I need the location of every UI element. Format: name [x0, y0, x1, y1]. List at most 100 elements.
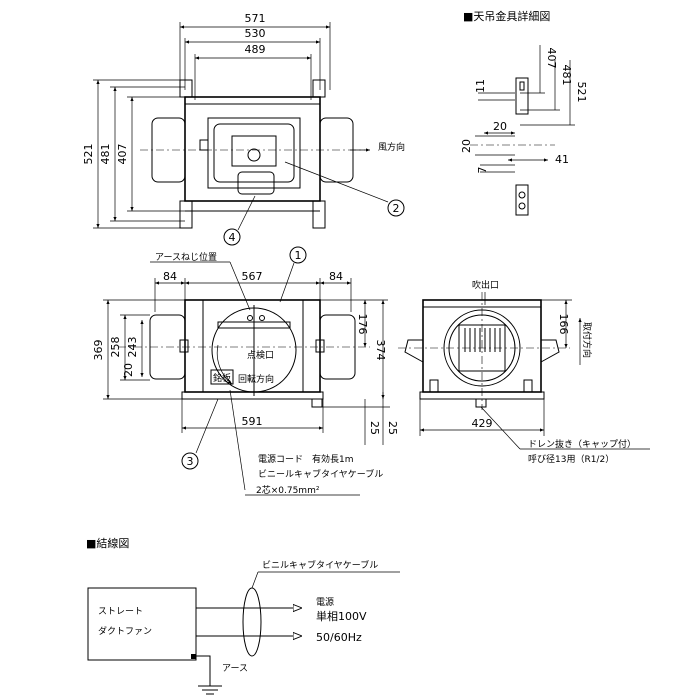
nameplate-box	[210, 369, 234, 385]
hanger-bracket	[312, 200, 326, 229]
bracket-upper	[515, 77, 529, 115]
hanger-bracket	[179, 200, 193, 229]
dim-7: 7	[476, 167, 489, 174]
leader-line	[237, 195, 256, 231]
foot	[429, 379, 439, 393]
power-label: 電源	[316, 597, 334, 608]
dim-571: 571	[245, 12, 266, 25]
grille-louvers	[464, 328, 501, 352]
bracket-lower	[515, 184, 529, 216]
cord-line1: 電源コード 有効長1m	[258, 453, 354, 465]
drain-line2: 呼び径13用（R1/2）	[528, 453, 614, 465]
wiring-title: ■結線図	[86, 536, 129, 550]
callout-4: 4	[229, 231, 236, 244]
earth-screw-label: アースねじ位置	[155, 251, 217, 263]
dim-258: 258	[109, 337, 122, 358]
inner-frame	[213, 123, 295, 183]
dim-407: 407	[545, 48, 558, 69]
dim-243: 243	[126, 337, 139, 358]
inspection-label: 点検口	[247, 349, 274, 361]
earth-screw	[247, 315, 253, 321]
leader-line	[229, 261, 251, 311]
dim-429: 429	[472, 417, 493, 430]
dim-25-b: 25	[386, 421, 399, 435]
box-line1: ストレート	[98, 607, 143, 617]
bracket-hole	[518, 191, 526, 199]
top-view: 571 530 489 521 481 407	[82, 12, 405, 246]
rotation-arrow	[216, 344, 233, 385]
callout-circle-1	[289, 246, 307, 264]
dim-166: 166	[557, 314, 570, 335]
drain-leader	[480, 406, 521, 450]
dim-407: 407	[116, 144, 129, 165]
dim-176: 176	[356, 314, 369, 335]
mount-tab	[315, 339, 325, 353]
motor	[237, 171, 275, 195]
leader-line	[279, 262, 295, 303]
callout-3: 3	[187, 455, 194, 468]
dim-521: 521	[82, 144, 95, 165]
cord-line2: ビニールキャブタイヤケーブル	[258, 468, 383, 480]
screw	[259, 315, 265, 321]
dim-25-a: 25	[368, 421, 381, 435]
earth-label: アース	[222, 664, 248, 674]
dim-481: 481	[560, 65, 573, 86]
side-view: 吹出口 166 取付方向 429	[398, 279, 650, 465]
earth-wire	[194, 655, 211, 686]
dim-591: 591	[242, 415, 263, 428]
front-view: アースねじ位置 1 84 567 84 点検口 銘板 回転方向	[92, 246, 399, 496]
drain-line1: ドレン抜き（キャップ付）	[528, 438, 636, 450]
hanger-bracket	[312, 79, 326, 98]
earth-terminal	[191, 654, 196, 659]
wiring-diagram: ■結線図 ビニルキャブタイヤケーブル ストレート ダクトファン 電源 単相100…	[86, 536, 400, 695]
dim-20: 20	[122, 363, 135, 377]
outlet-label: 吹出口	[472, 279, 499, 291]
foot	[523, 379, 533, 393]
dim-530: 530	[245, 27, 266, 40]
mount-dir-label: 取付方向	[581, 322, 593, 358]
dim-84-left: 84	[163, 270, 177, 283]
nameplate-label: 銘板	[213, 372, 231, 384]
callout-circle-2	[387, 199, 405, 217]
dim-20-vertical: 20	[460, 139, 473, 153]
hanger-detail-title: ■天吊金具詳細図	[463, 9, 550, 23]
bracket-hole	[518, 202, 526, 210]
dim-489: 489	[245, 43, 266, 56]
single-phase-label: 単相100V	[316, 609, 367, 623]
dim-374: 374	[374, 340, 387, 361]
callout-1: 1	[295, 249, 302, 262]
airflow-label: 風方向	[378, 141, 405, 153]
motor-mount	[231, 135, 277, 167]
mount-bracket-right	[540, 339, 560, 363]
drain-stub	[475, 398, 487, 408]
dim-11: 11	[474, 79, 487, 93]
box-line2: ダクトファン	[98, 625, 152, 637]
dim-41: 41	[555, 153, 569, 166]
frequency-label: 50/60Hz	[316, 631, 362, 644]
dim-84-right: 84	[329, 270, 343, 283]
cable-bundle-ellipse	[242, 587, 262, 657]
dim-369: 369	[92, 340, 105, 361]
cable-leader	[251, 571, 259, 589]
mount-tab	[179, 339, 189, 353]
dim-20-horizontal: 20	[493, 120, 507, 133]
hanger-detail: ■天吊金具詳細図 407 481 521 11 20 20 41	[460, 9, 588, 216]
motor-shaft	[247, 148, 261, 162]
callout-circle-3	[181, 452, 199, 470]
dim-521: 521	[575, 82, 588, 103]
callout-circle-4	[223, 228, 241, 246]
leader-line	[195, 398, 219, 454]
hanger-bracket	[179, 79, 193, 98]
drain-stub	[311, 398, 323, 408]
rotation-label: 回転方向	[238, 373, 274, 385]
cable-label: ビニルキャブタイヤケーブル	[262, 559, 378, 571]
dim-481: 481	[99, 144, 112, 165]
terminal-box	[199, 139, 209, 151]
callout-2: 2	[393, 202, 400, 215]
cord-leader	[229, 389, 246, 491]
fan-box	[87, 587, 197, 661]
leader-line	[284, 161, 389, 203]
mount-bracket-left	[404, 339, 424, 363]
dim-567: 567	[242, 270, 263, 283]
